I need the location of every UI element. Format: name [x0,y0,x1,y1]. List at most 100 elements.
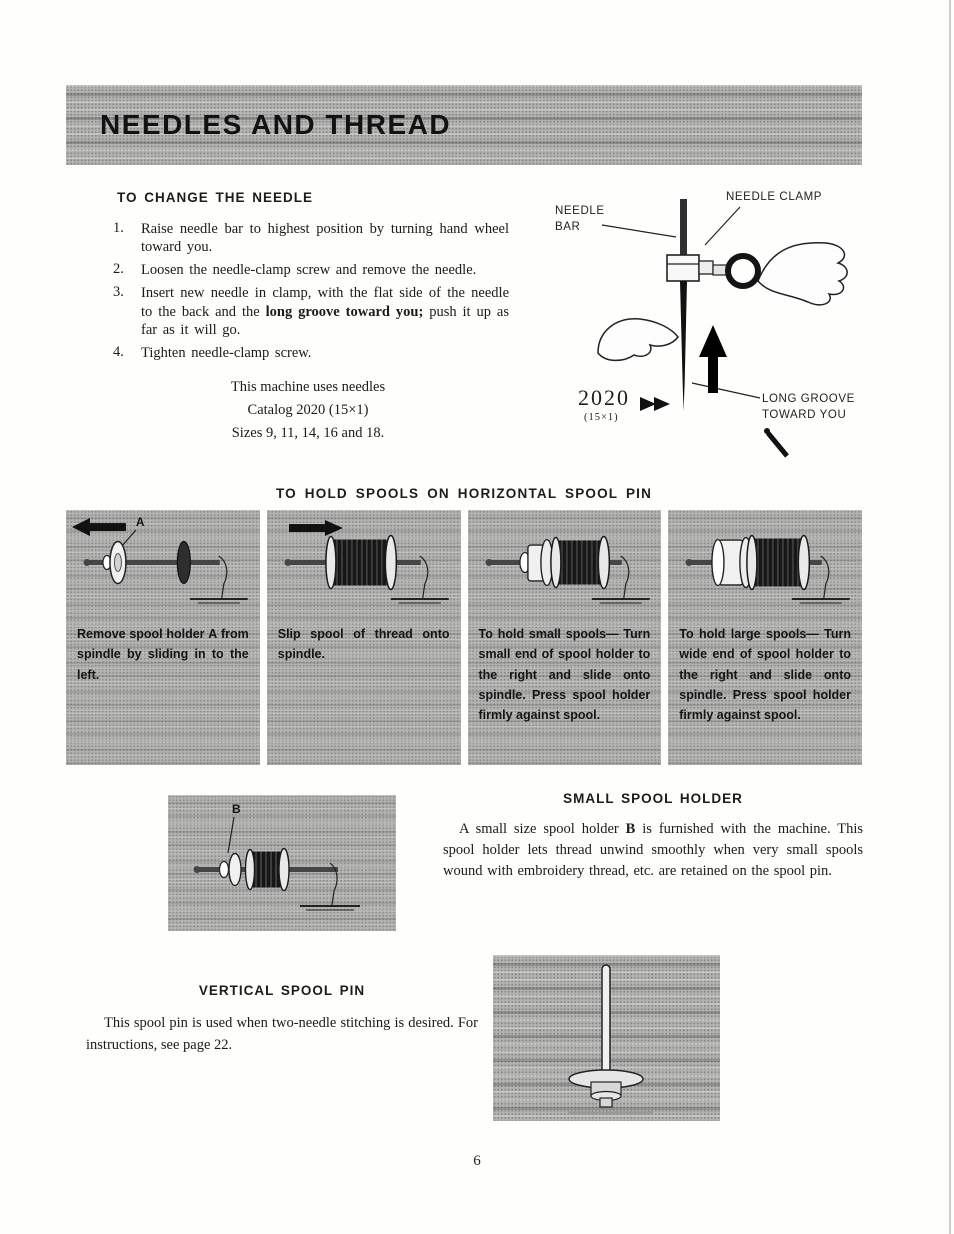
catalog-callout: 2020 (15×1) [578,385,630,423]
needle-catalog-note: This machine uses needles Catalog 2020 (… [143,376,473,446]
section-change-needle: TO CHANGE THE NEEDLE 1. Raise needle bar… [113,190,509,445]
spool-flange-left [244,848,256,891]
step-text-post: push it up as far as it will go. [141,303,510,338]
step-text: Loosen the needle-clamp screw and remove… [141,262,477,279]
pin-base-stub-art [599,1097,613,1108]
loose-needle-butt [764,428,770,434]
needle-bar-label: NEEDLE BAR [555,205,605,234]
arrow-right-shaft [288,524,325,533]
step-2: 2. Loosen the needle-clamp screw and rem… [113,261,509,279]
needle-clamp-figure: NEEDLE BAR NEEDLE CLAMP LONG GROOVE TOWA… [540,185,875,475]
holder-center-art [113,553,122,572]
arrow-right-icon [324,520,343,537]
page-title: NEEDLES AND THREAD [100,109,452,140]
step-number: 3. [113,284,124,301]
note-line-2: Catalog 2020 (15×1) [247,402,369,419]
panel-2-caption: Slip spool of thread onto spindle. [277,627,450,662]
figure-label-b: B [232,802,241,816]
arrow-right-icon [654,397,670,411]
change-needle-steps: 1. Raise needle bar to highest position … [113,220,509,362]
section-vertical-spool-pin: VERTICAL SPOOL PIN This spool pin is use… [86,983,478,1057]
step-text: Insert new needle in clamp, with the fla… [141,284,509,338]
spool-panel-4: To hold large spools— Turn wide end of s… [668,510,862,765]
step-1: 1. Raise needle bar to highest position … [113,220,509,256]
spool-flange-left [324,535,337,590]
figure-label-a: A [136,515,145,529]
panel-4-caption: To hold large spools— Turn wide end of s… [679,627,851,722]
clamp-arm-art [698,260,714,275]
panel-3-caption: To hold small spools— Turn small end of … [478,627,651,722]
hand-turning-screw-illustration [757,242,848,306]
spool-panel-2: Slip spool of thread onto spindle. [266,510,461,765]
needle-diagram-art [597,199,848,458]
loose-needle-art [766,431,789,458]
step-text: Tighten needle-clamp screw. [141,344,312,361]
step-3: 3. Insert new needle in clamp, with the … [113,284,509,338]
leader-line [704,206,741,246]
step-number: 2. [113,261,124,278]
spindle-tip [83,559,91,566]
vertical-spool-pin-figure [493,955,720,1121]
page-banner: NEEDLES AND THREAD [66,85,862,165]
spindle-art [85,560,220,565]
needle-art [680,281,687,411]
spool-panel-row: A Remove spool holder A from spindle by … [66,510,862,765]
spool-flange-right [278,847,290,892]
body-post: is furnished with the machine. This spoo… [443,821,864,880]
spool-panel-3-art [484,535,650,604]
vertical-spool-body: This spool pin is used when two-needle s… [86,1015,478,1053]
leader-line [227,816,235,854]
spool-panel-2-art [284,520,449,604]
small-spool-body: A small size spool holder B is furnished… [443,819,863,882]
arrow-up-shaft [708,357,718,393]
spindle-stand-art [419,555,429,599]
arrow-left-shaft [89,523,126,532]
bold-phrase: long groove toward you; [265,303,424,320]
spindle-stand-art [218,555,228,599]
scan-edge-artifact [949,0,951,1234]
figure-b-art: B [193,802,360,911]
spool-flange-right [597,535,610,590]
step-number: 1. [113,220,124,236]
hand-holding-needle-illustration [597,318,679,362]
spool-flange-left [746,534,758,591]
spool-panel-4-art [685,534,851,604]
spool-flange-right [797,534,811,591]
spool-panel-1-art: A [71,515,248,604]
caption-pre: Remove spool holder [77,627,209,641]
small-spool-heading: SMALL SPOOL HOLDER [563,791,743,806]
change-needle-heading: TO CHANGE THE NEEDLE [117,190,314,205]
bold-phrase: B [625,821,636,837]
body-pre: A small size spool holder [459,821,626,837]
holder-wide-end-art [711,538,725,587]
spindle-stand-art [820,555,830,599]
spindle-tip [484,559,492,566]
clamp-screw-art [725,253,761,289]
vertical-pin-art [568,964,653,1115]
spool-pin-rod-art [601,964,611,1078]
vertical-spool-heading: VERTICAL SPOOL PIN [198,983,366,998]
section-small-spool-holder: SMALL SPOOL HOLDER A small size spool ho… [443,791,863,882]
spool-panel-1: A Remove spool holder A from spindle by … [66,510,260,765]
leader-line [601,224,677,238]
felt-disc-art [176,540,191,585]
spindle-tip [193,866,201,873]
panel-1-caption: Remove spool holder A from spindle by sl… [77,624,249,685]
needle-clamp-art [666,254,700,282]
note-line-1: This machine uses needles [230,378,386,395]
holder-hub-art [218,860,230,879]
arrow-left-icon [71,518,90,537]
spindle-tip [284,559,292,566]
page-number: 6 [473,1153,481,1169]
caption-post: from spindle by sliding in to the left. [77,627,249,682]
catalog-size: (15×1) [584,412,619,423]
bold-phrase: A [208,627,218,641]
arrow-up-icon [699,325,727,357]
leader-line [691,382,761,399]
needle-bar-art [680,199,687,257]
leader-line [121,529,137,547]
note-line-3: Sizes 9, 11, 14, 16 and 18. [231,425,385,442]
spool-panel-3: To hold small spools— Turn small end of … [467,510,662,765]
step-text: Raise needle bar to highest position by … [141,221,509,256]
